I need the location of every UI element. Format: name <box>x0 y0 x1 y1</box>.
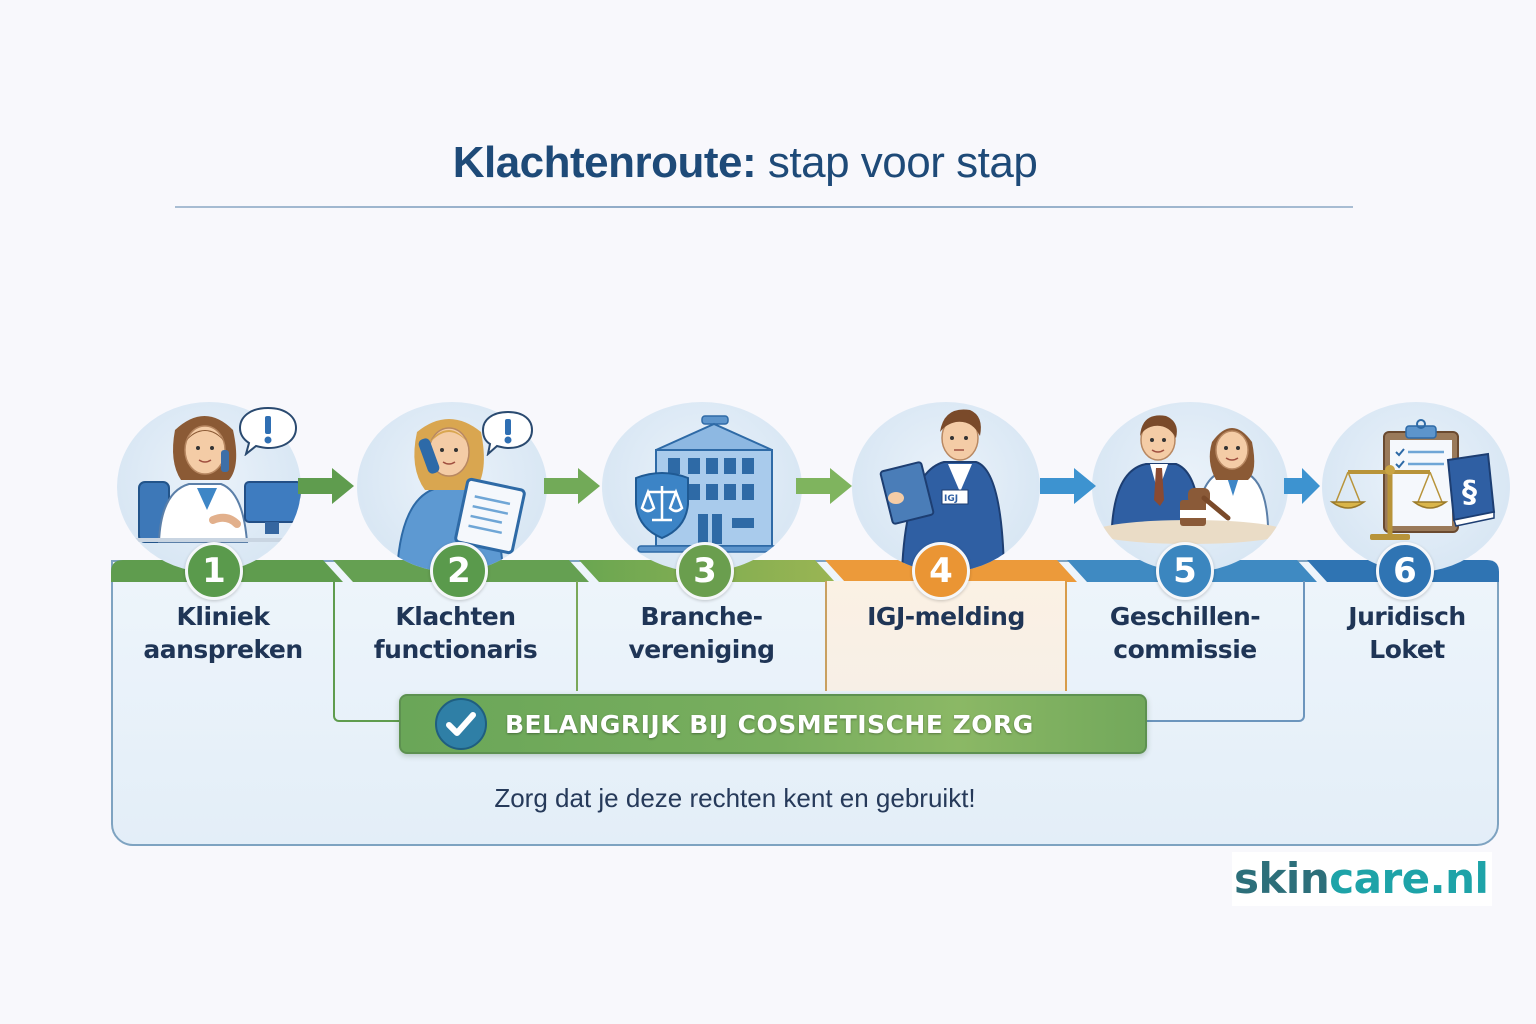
divider-3-4 <box>825 581 827 691</box>
connector-left <box>333 690 401 722</box>
step-1-label-line2: aanspreken <box>143 635 303 664</box>
step-5-label-line2: commissie <box>1113 635 1257 664</box>
arrow-1-2-icon <box>298 468 354 504</box>
svg-text:IGJ: IGJ <box>944 494 958 504</box>
step-3-label-line2: vereniging <box>628 635 775 664</box>
arrow-2-3-icon <box>544 468 600 504</box>
arrow-3-4-icon <box>796 468 852 504</box>
divider-1-2 <box>333 581 335 691</box>
skincare-logo[interactable]: skincare.nl <box>1232 852 1492 906</box>
important-callout-banner: BELANGRIJK BIJ COSMETISCHE ZORG <box>399 694 1147 754</box>
step-6-label[interactable]: Juridisch Loket <box>1305 600 1509 666</box>
svg-text:§: § <box>1462 475 1477 510</box>
step-3-label[interactable]: Branche- vereniging <box>578 600 825 666</box>
title-divider <box>175 206 1353 208</box>
callout-subtext: Zorg dat je deze rechten kent en gebruik… <box>494 783 976 813</box>
step-1-label[interactable]: Kliniek aanspreken <box>113 600 333 666</box>
speech-bubble-alert-icon <box>481 410 534 456</box>
step-2-label-line2: functionaris <box>373 635 538 664</box>
arrow-4-5-icon <box>1040 468 1096 504</box>
step-5-label-line1: Geschillen- <box>1109 602 1261 631</box>
step-5-label[interactable]: Geschillen- commissie <box>1067 600 1303 666</box>
speech-bubble-alert-icon <box>238 406 298 456</box>
step-2-number-badge: 2 <box>430 542 488 600</box>
arrow-5-6-icon <box>1284 468 1320 504</box>
step-header-strip <box>111 560 1499 582</box>
woman-doctor-on-phone-icon <box>127 416 301 543</box>
connector-right <box>1145 690 1305 722</box>
step-1-number-badge: 1 <box>185 542 243 600</box>
judge-gavel-meeting-icon <box>1094 415 1286 544</box>
checkmark-icon <box>435 698 487 750</box>
step-6-illustration: § <box>1322 402 1510 572</box>
step-3-label-line1: Branche- <box>640 602 763 631</box>
title-bold: Klachtenroute: <box>452 138 757 187</box>
important-callout-label: BELANGRIJK BIJ COSMETISCHE ZORG <box>505 709 1034 739</box>
step-6-label-line2: Loket <box>1369 635 1445 664</box>
page-title: Klachtenroute: stap voor stap <box>0 138 1490 188</box>
step-6-label-line1: Juridisch <box>1348 602 1466 631</box>
divider-5-6 <box>1303 581 1305 691</box>
step-1-label-line1: Kliniek <box>176 602 270 631</box>
step-2-label-line1: Klachten <box>395 602 516 631</box>
step-3-number-badge: 3 <box>676 542 734 600</box>
step-6-number-badge: 6 <box>1376 542 1434 600</box>
scales-law-book-icon: § <box>1329 419 1496 540</box>
brand-part-2: care.nl <box>1329 854 1489 903</box>
step-4-label-line1: IGJ-melding <box>867 602 1025 631</box>
step-3-illustration <box>602 402 802 572</box>
brand-part-1: skin <box>1234 854 1330 903</box>
step-5-number-badge: 5 <box>1156 542 1214 600</box>
divider-2-3 <box>576 581 578 691</box>
title-regular: stap voor stap <box>756 138 1038 187</box>
step-4-label[interactable]: IGJ-melding <box>827 600 1065 633</box>
divider-4-5 <box>1065 581 1067 691</box>
step-4-number-badge: 4 <box>912 542 970 600</box>
step-2-label[interactable]: Klachten functionaris <box>335 600 576 666</box>
